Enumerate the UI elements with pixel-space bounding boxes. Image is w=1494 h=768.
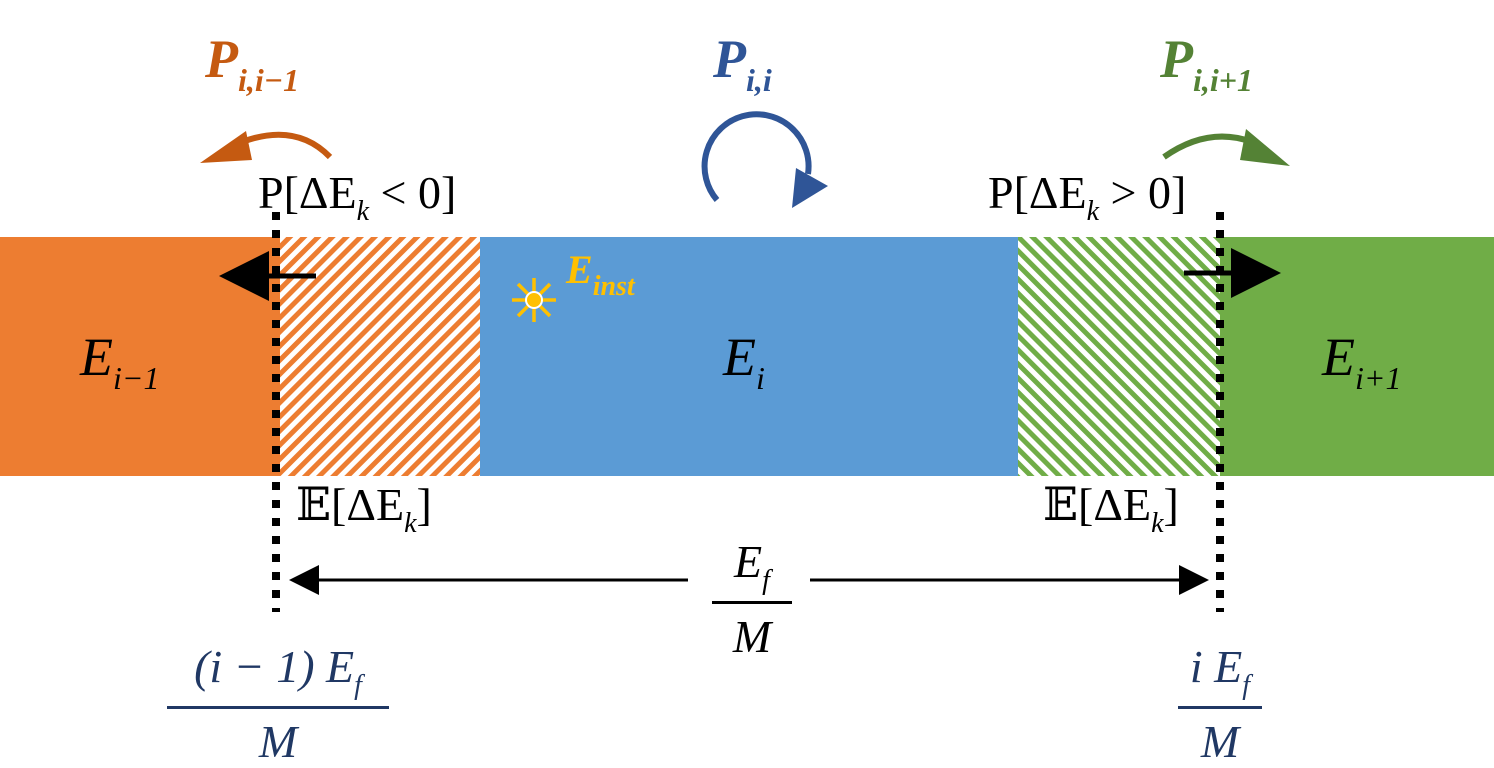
bin-center-label: Ei — [723, 330, 765, 394]
prob-right-base: P — [1160, 29, 1193, 89]
bin-width-num-sub: f — [762, 565, 770, 596]
expectation-left-tail: ] — [416, 479, 432, 530]
boundary-left-denominator: M — [258, 716, 298, 767]
inst-energy-base: E — [566, 247, 593, 292]
prob-right-label: Pi,i+1 — [1160, 32, 1253, 96]
bin-right-sub: i+1 — [1355, 360, 1402, 396]
bin-width-bar — [712, 601, 792, 604]
boundary-right-fraction: i Ef M — [1178, 640, 1262, 768]
bin-left-label: Ei−1 — [80, 330, 159, 394]
condition-right-tail: > 0] — [1099, 167, 1187, 218]
expectation-left-head: 𝔼[ΔE — [296, 479, 405, 530]
hatch-left — [280, 237, 480, 476]
condition-right-sub: k — [1086, 196, 1100, 227]
expectation-right: 𝔼[ΔEk] — [1043, 482, 1179, 538]
prob-right-sub: i,i+1 — [1193, 62, 1254, 98]
condition-left-sub: k — [356, 196, 370, 227]
boundary-left-numerator: (i − 1) Ef — [167, 640, 389, 706]
condition-right-head: P[ΔE — [988, 167, 1087, 218]
expectation-left-sub: k — [404, 508, 417, 539]
condition-right: P[ΔEk > 0] — [988, 170, 1186, 226]
inst-energy-sub: inst — [592, 271, 635, 302]
bin-center-sub: i — [756, 360, 765, 396]
expectation-right-head: 𝔼[ΔE — [1043, 479, 1152, 530]
transition-arrow-left — [240, 131, 333, 160]
expectation-right-tail: ] — [1163, 479, 1179, 530]
transition-arrow-right — [1162, 133, 1254, 160]
bin-left-base: E — [80, 327, 113, 387]
condition-left-head: P[ΔE — [258, 167, 357, 218]
boundary-right-num-sub: f — [1242, 670, 1251, 701]
boundary-left-bar — [167, 706, 389, 709]
boundary-right-num-pre: i E — [1189, 641, 1243, 692]
bin-left-sub: i−1 — [113, 360, 160, 396]
transition-arrowhead-right — [1240, 129, 1290, 166]
bin-center-base: E — [723, 327, 756, 387]
self-loop-arrow — [701, 111, 812, 202]
self-loop-arrowhead — [792, 168, 828, 208]
bin-right-label: Ei+1 — [1322, 330, 1401, 394]
bin-width-denominator: M — [732, 611, 772, 662]
prob-center-base: P — [713, 29, 746, 89]
prob-center-label: Pi,i — [713, 32, 772, 96]
bin-right-base: E — [1322, 327, 1355, 387]
hatch-right — [1018, 237, 1220, 476]
prob-left-base: P — [205, 29, 238, 89]
prob-center-sub: i,i — [746, 62, 772, 98]
boundary-left-num-sub: f — [354, 670, 362, 701]
expectation-right-sub: k — [1151, 508, 1164, 539]
boundary-right-bar — [1178, 706, 1262, 709]
boundary-right-numerator: i Ef — [1178, 640, 1262, 706]
boundary-left-num-pre: (i − 1) E — [194, 641, 355, 692]
bin-width-numerator: Ef — [712, 535, 792, 601]
inst-energy-label: Einst — [566, 250, 635, 301]
condition-left: P[ΔEk < 0] — [258, 170, 456, 226]
transition-arrowhead-left — [200, 131, 252, 163]
sun-icon — [512, 278, 556, 322]
prob-left-sub: i,i−1 — [238, 62, 300, 98]
bin-width-num-base: E — [734, 536, 763, 587]
prob-left-label: Pi,i−1 — [205, 32, 299, 96]
bin-width-fraction: Ef M — [712, 535, 792, 663]
expectation-left: 𝔼[ΔEk] — [296, 482, 432, 538]
boundary-right-denominator: M — [1200, 716, 1240, 767]
condition-left-tail: < 0] — [369, 167, 457, 218]
boundary-left-fraction: (i − 1) Ef M — [167, 640, 389, 768]
